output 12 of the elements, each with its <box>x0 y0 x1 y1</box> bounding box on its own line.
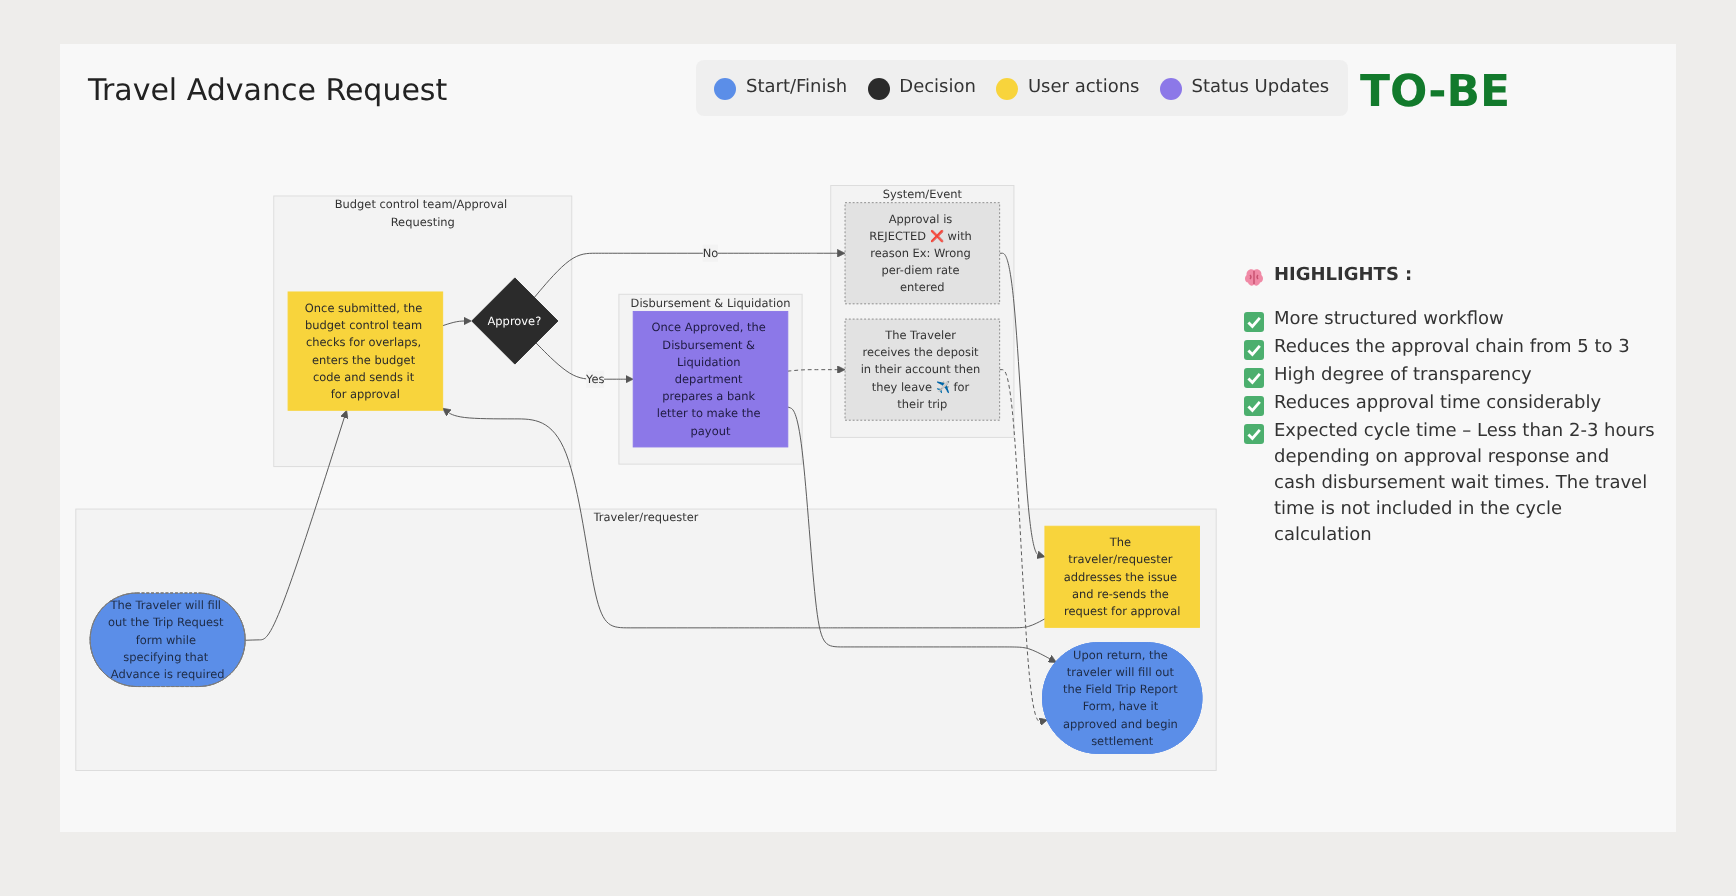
highlight-item: More structured workflow <box>1274 308 1506 335</box>
highlight-item: Expected cycle time – Less than 2-3 hours depending on approval response and cash disbursement wait times. The travel time is not included in the cycle calculation <box>1274 420 1656 551</box>
highlight-item: Reduces approval time considerably <box>1274 392 1604 419</box>
legend-label: Status Updates <box>1191 78 1330 98</box>
legend-label: User actions <box>1027 78 1140 98</box>
highlights-heading: HIGHLIGHTS : <box>1274 264 1415 290</box>
status-heading: TO-BE <box>1360 68 1511 118</box>
highlight-item: Reduces the approval chain from 5 to 3 <box>1274 336 1632 363</box>
legend-label: Start/Finish <box>746 78 848 98</box>
diagram-title: Travel Advance Request <box>88 72 448 108</box>
highlight-item: High degree of transparency <box>1274 364 1534 391</box>
legend-label: Decision <box>899 78 976 98</box>
